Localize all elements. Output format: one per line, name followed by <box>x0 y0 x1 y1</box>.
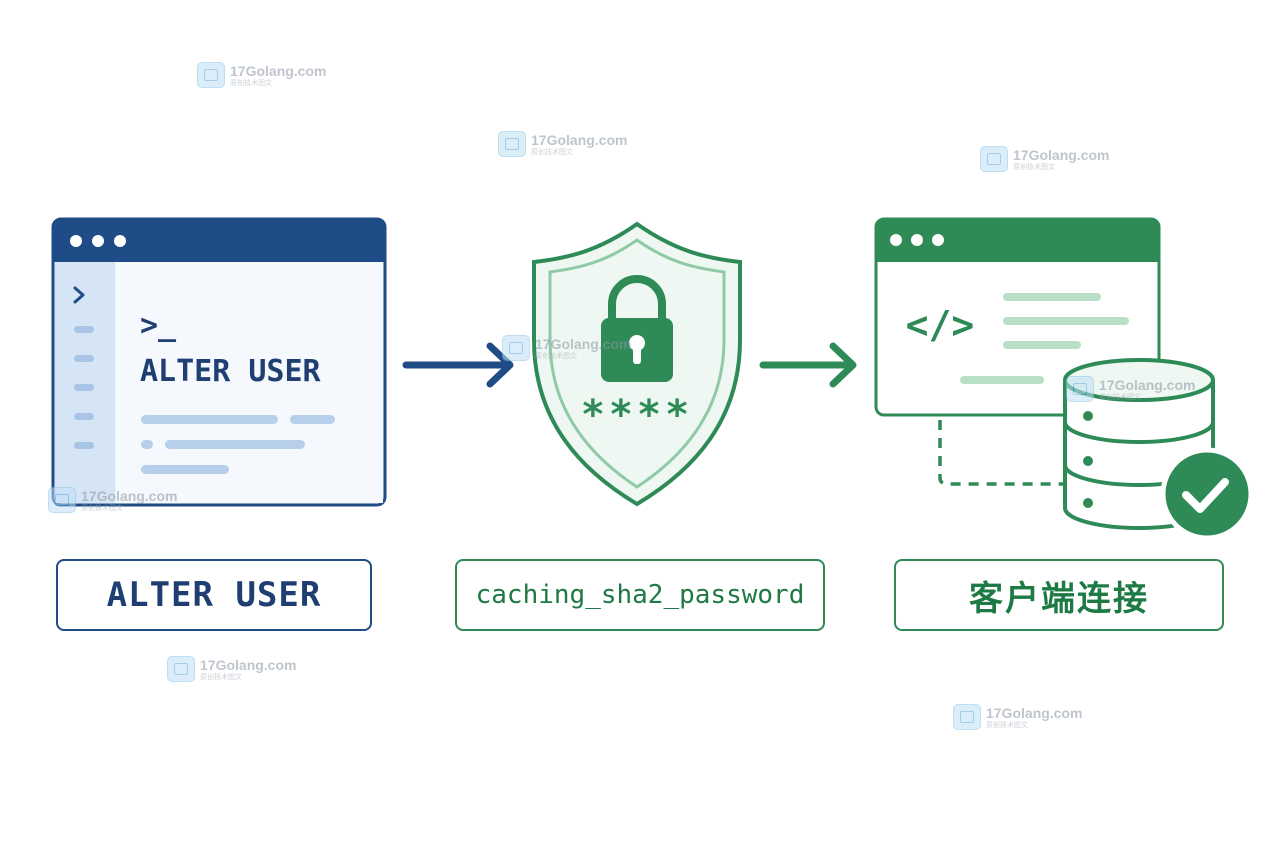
watermark-brand: 17Golang.com <box>986 704 1083 721</box>
code-icon: </> <box>906 303 975 347</box>
window-dot-icon <box>911 234 923 246</box>
client-titlebar <box>876 219 1159 262</box>
label-client-connect: 客户端连接 <box>894 559 1224 631</box>
window-dot-icon <box>932 234 944 246</box>
lock-icon <box>601 275 673 382</box>
label-auth-plugin: caching_sha2_password <box>455 559 825 631</box>
window-dot-icon <box>114 235 126 247</box>
password-mask: **** <box>581 392 693 438</box>
watermark-tagline: 原创技术图文 <box>81 503 123 512</box>
watermark-brand: 17Golang.com <box>200 656 297 673</box>
window-dot-icon <box>70 235 82 247</box>
window-dot-icon <box>890 234 902 246</box>
watermark-logo-icon <box>167 656 195 682</box>
arrow-right-icon <box>402 342 514 388</box>
terminal-titlebar <box>53 219 385 262</box>
arrow-right-icon <box>759 342 857 388</box>
terminal-prompt: >_ <box>140 308 177 343</box>
watermark-brand: 17Golang.com <box>1099 376 1196 393</box>
watermark-brand: 17Golang.com <box>531 131 628 148</box>
label-auth-plugin-text: caching_sha2_password <box>475 580 805 610</box>
watermark-tagline: 原创技术图文 <box>200 672 242 681</box>
watermark-tagline: 原创技术图文 <box>535 351 577 360</box>
watermark-logo-icon <box>502 335 530 361</box>
watermark-brand: 17Golang.com <box>535 335 632 352</box>
watermark-tagline: 原创技术图文 <box>1013 162 1055 171</box>
window-dot-icon <box>92 235 104 247</box>
label-client-connect-text: 客户端连接 <box>969 578 1149 619</box>
watermark-logo-icon <box>1066 376 1094 402</box>
label-alter-user: ALTER USER <box>56 559 372 631</box>
watermark-tagline: 原创技术图文 <box>986 720 1028 729</box>
watermark-logo-icon <box>980 146 1008 172</box>
watermark-logo-icon <box>197 62 225 88</box>
watermark-brand: 17Golang.com <box>1013 146 1110 163</box>
dashed-connector <box>938 420 1066 486</box>
watermark-logo-icon <box>48 487 76 513</box>
chevron-right-icon <box>73 286 85 304</box>
label-alter-user-text: ALTER USER <box>106 575 322 615</box>
watermark-tagline: 原创技术图文 <box>1099 392 1141 401</box>
watermark-brand: 17Golang.com <box>81 487 178 504</box>
terminal-command: ALTER USER <box>140 354 322 389</box>
watermark-brand: 17Golang.com <box>230 62 327 79</box>
watermark-logo-icon <box>498 131 526 157</box>
terminal-window: >_ ALTER USER <box>51 217 387 507</box>
watermark-logo-icon <box>953 704 981 730</box>
watermark-tagline: 原创技术图文 <box>230 78 272 87</box>
check-icon <box>1160 447 1254 541</box>
shield-icon: **** <box>532 221 742 507</box>
watermark-tagline: 原创技术图文 <box>531 147 573 156</box>
terminal-sidebar <box>55 262 115 503</box>
